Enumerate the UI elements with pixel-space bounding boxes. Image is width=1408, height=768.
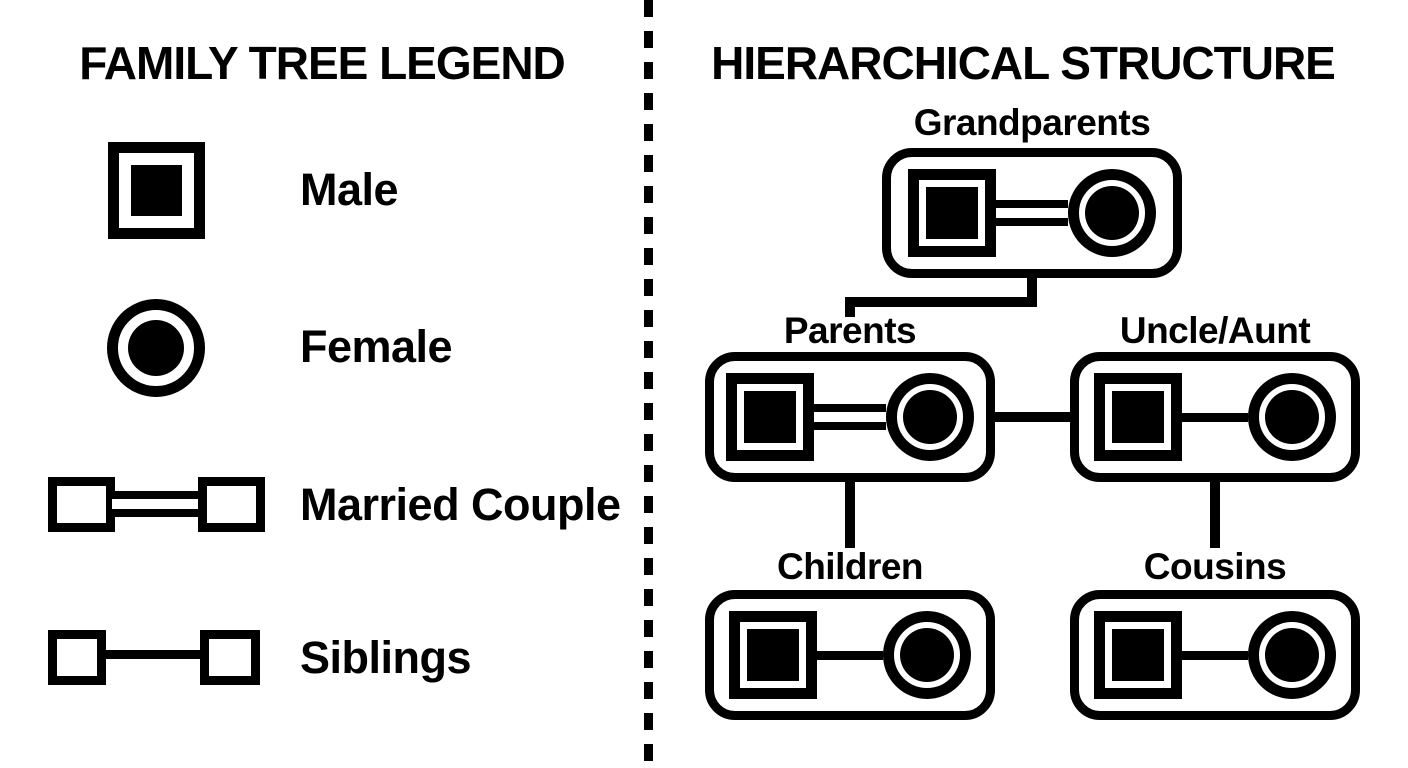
dashed-divider <box>644 0 653 768</box>
node-parents <box>705 352 995 482</box>
legend-label-siblings: Siblings <box>300 632 472 683</box>
marriage-bond-icon <box>996 200 1068 226</box>
node-grandparents <box>882 148 1182 278</box>
male-square-icon <box>726 373 814 461</box>
node-label-uncle-aunt: Uncle/Aunt <box>1119 310 1311 351</box>
female-circle-icon <box>883 611 971 699</box>
legend-label-male: Male <box>300 164 399 215</box>
female-circle-icon <box>1068 169 1156 257</box>
married-left-square-icon <box>48 477 115 532</box>
node-label-grandparents: Grandparents <box>913 102 1151 143</box>
male-square-icon <box>908 169 996 257</box>
sibling-bond-icon <box>817 650 883 660</box>
node-label-cousins: Cousins <box>1143 546 1287 587</box>
sibling-bond-icon <box>1182 650 1248 660</box>
male-square-icon <box>1094 373 1182 461</box>
marriage-double-line-icon <box>112 491 201 517</box>
hierarchy-title: HIERARCHICAL STRUCTURE <box>711 37 1336 89</box>
sibling-left-square-icon <box>48 630 106 685</box>
married-right-square-icon <box>198 477 265 532</box>
edge-parents-stub <box>845 297 855 317</box>
sibling-right-square-icon <box>200 630 260 685</box>
legend-label-female: Female <box>300 321 453 372</box>
legend-title: FAMILY TREE LEGEND <box>79 37 566 89</box>
male-square-icon <box>1094 611 1182 699</box>
edge-parents-uncle <box>991 412 1074 422</box>
female-circle-icon <box>1248 373 1336 461</box>
male-symbol-icon <box>108 142 205 239</box>
node-uncle-aunt <box>1070 352 1360 482</box>
female-symbol-icon <box>107 299 205 397</box>
edge-parents-children <box>845 478 855 548</box>
node-label-children: Children <box>776 546 924 587</box>
marriage-bond-icon <box>814 404 886 430</box>
node-label-parents: Parents <box>783 310 917 351</box>
female-circle-icon <box>1248 611 1336 699</box>
edge-grandparents-horizontal <box>845 297 1037 307</box>
sibling-line-icon <box>103 650 203 659</box>
sibling-bond-icon <box>1182 412 1248 422</box>
edge-grandparents-down <box>1027 272 1037 307</box>
legend-label-married-couple: Married Couple <box>300 479 621 530</box>
node-cousins <box>1070 590 1360 720</box>
edge-uncle-cousins <box>1210 478 1220 548</box>
male-square-icon <box>729 611 817 699</box>
node-children <box>705 590 995 720</box>
female-circle-icon <box>886 373 974 461</box>
